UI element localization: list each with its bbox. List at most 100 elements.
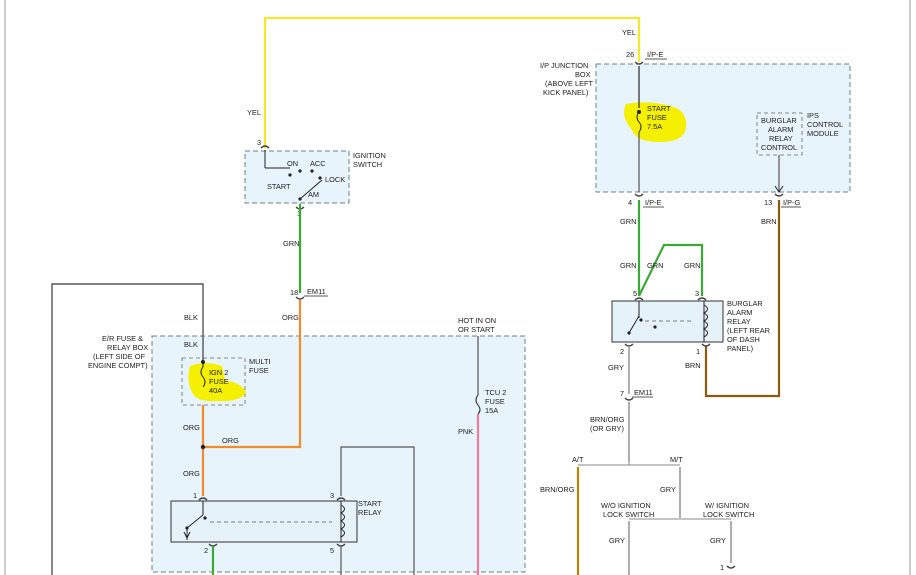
- ipjb-pin-4-connector: [634, 193, 644, 197]
- ipjb-top-pin: 26: [626, 50, 634, 59]
- burglar-relay-dot-2: [639, 318, 643, 322]
- start-fuse-label-1: START: [647, 104, 671, 113]
- burglar-control-label-1: BURGLAR: [761, 116, 797, 125]
- wire-yel: [263, 16, 641, 148]
- wire-brn-org-3-label: BRN/ORG: [540, 485, 575, 494]
- ipjb-title-2: BOX: [575, 70, 591, 79]
- ign2-fuse-label-1: IGN 2: [209, 368, 228, 377]
- last-pin-connector: [726, 565, 736, 569]
- wire-org-1-label: ORG: [282, 313, 299, 322]
- ignition-switch: [244, 150, 350, 204]
- em11-7-connector: [624, 397, 634, 401]
- burglar-relay-label-1: BURGLAR: [727, 299, 763, 308]
- start-relay-pin-2: 2: [204, 546, 208, 555]
- wire-org-2-label: ORG: [183, 423, 200, 432]
- ign-on-label: ON: [287, 159, 298, 168]
- start-relay-pin-2-arrow: [183, 531, 191, 540]
- start-relay-contact-dot-2: [203, 516, 207, 520]
- wire-brn-ipjb: [704, 200, 781, 398]
- ign-contact-am: [298, 197, 302, 201]
- w-lock-label-2: LOCK SWITCH: [703, 510, 754, 519]
- multi-fuse-box: [181, 357, 246, 406]
- ign-switch-blade: [299, 179, 323, 200]
- ign2-fuse-label-2: FUSE: [209, 377, 229, 386]
- burglar-relay-blade: [628, 315, 640, 334]
- start-relay-pin-5: 5: [330, 546, 334, 555]
- wire-pnk-label: PNK: [458, 427, 473, 436]
- wire-gry-3-label: GRY: [609, 536, 625, 545]
- ign2-fuse-dot-top: [201, 360, 205, 364]
- start-relay-conn-3: [336, 497, 346, 501]
- wire-org-em11: [203, 300, 302, 449]
- ign-contact-on: [298, 169, 302, 173]
- wire-grn-3-label: GRN: [647, 261, 663, 270]
- ign-contact-start: [288, 173, 292, 177]
- ign-acc-label: ACC: [310, 159, 326, 168]
- burglar-relay-pin-5: 5: [633, 289, 637, 298]
- em11-18-conn: EM11: [307, 287, 326, 296]
- wire-gry-4-label: GRY: [710, 536, 726, 545]
- wire-gry-1-label: GRY: [608, 363, 624, 372]
- wire-yel-top-label: YEL: [622, 28, 636, 37]
- burglar-relay-label-6: PANEL): [727, 344, 753, 353]
- tcu2-fuse-label-2: FUSE: [485, 397, 505, 406]
- wire-brn-org-1-label: BRN/ORG: [590, 415, 625, 424]
- burglar-relay-conn-1: [701, 343, 711, 347]
- burglar-control-label-3: RELAY: [769, 134, 793, 143]
- er-box-title-4: ENGINE COMPT): [88, 361, 148, 370]
- ign2-fuse-label-3: 40A: [209, 386, 222, 395]
- ign-contact-lock: [318, 176, 322, 180]
- at-label: A/T: [572, 455, 584, 464]
- er-box-title-1: E/R FUSE &: [102, 334, 143, 343]
- em11-7-pin: 7: [620, 389, 624, 398]
- wire-blk-1-label: BLK: [184, 313, 198, 322]
- w-lock-label-1: W/ IGNITION: [705, 501, 749, 510]
- ipjb-conn-4: I/P-E: [645, 198, 661, 207]
- burglar-control-label-4: CONTROL: [761, 143, 797, 152]
- start-fuse-symbol: [636, 111, 642, 133]
- hot-label-1: HOT IN ON: [458, 316, 496, 325]
- burglar-control-box: [756, 112, 803, 156]
- wo-lock-label-1: W/O IGNITION: [601, 501, 651, 510]
- ign2-fuse-highlight: [188, 363, 246, 402]
- start-relay-wire-gray: [340, 446, 415, 575]
- ign-start-label: START: [267, 182, 291, 191]
- wire-brn-org-2-label: (OR GRY): [590, 424, 624, 433]
- ipjb-conn-13: I/P-G: [783, 198, 800, 207]
- ign-contact-acc: [310, 169, 314, 173]
- ign-am-label: AM: [308, 190, 319, 199]
- ign-pin-top: 3: [257, 138, 261, 147]
- wire-org-4-label: ORG: [222, 436, 239, 445]
- em11-7-conn: EM11: [634, 388, 653, 397]
- wire-blk-2-label: BLK: [184, 340, 198, 349]
- org-junction-dot: [200, 444, 206, 450]
- burglar-relay-label-4: (LEFT REAR: [727, 326, 770, 335]
- burglar-relay-conn-2: [624, 343, 634, 347]
- burglar-relay-conn-5: [634, 297, 644, 301]
- tcu2-fuse-symbol: [475, 394, 481, 415]
- er-box-title-3: (LEFT SIDE OF: [93, 352, 146, 361]
- burglar-relay-conn-3: [697, 297, 707, 301]
- burglar-relay-label-3: RELAY: [727, 317, 751, 326]
- hot-label-2: OR START: [458, 325, 495, 334]
- ipjb-top-conn: I/P-E: [647, 50, 663, 59]
- wire-brn-2-label: BRN: [685, 361, 701, 370]
- ipjb-pin-4: 4: [628, 198, 632, 207]
- start-relay-contact-blade: [186, 514, 204, 529]
- ips-label-3: MODULE: [807, 129, 839, 138]
- er-box-title-2: RELAY BOX: [107, 343, 148, 352]
- burglar-relay-pin-2: 2: [620, 347, 624, 356]
- start-fuse-label-3: 7.5A: [647, 122, 662, 131]
- ips-label-2: CONTROL: [807, 120, 843, 129]
- ipjb-title-1: I/P JUNCTION: [540, 61, 588, 70]
- burglar-relay-dot-3: [653, 325, 657, 329]
- ipjb-top-connector: [634, 61, 644, 65]
- start-relay-label-2: RELAY: [358, 508, 382, 517]
- burglar-relay-dot-1: [627, 331, 631, 335]
- wire-brn-1-label: BRN: [761, 217, 777, 226]
- ign-connector-top: [260, 145, 270, 149]
- start-fuse-label-2: FUSE: [647, 113, 667, 122]
- wire-gry-2-label: GRY: [660, 485, 676, 494]
- burglar-control-arrow: [774, 185, 784, 193]
- start-relay-pin-1: 1: [193, 491, 197, 500]
